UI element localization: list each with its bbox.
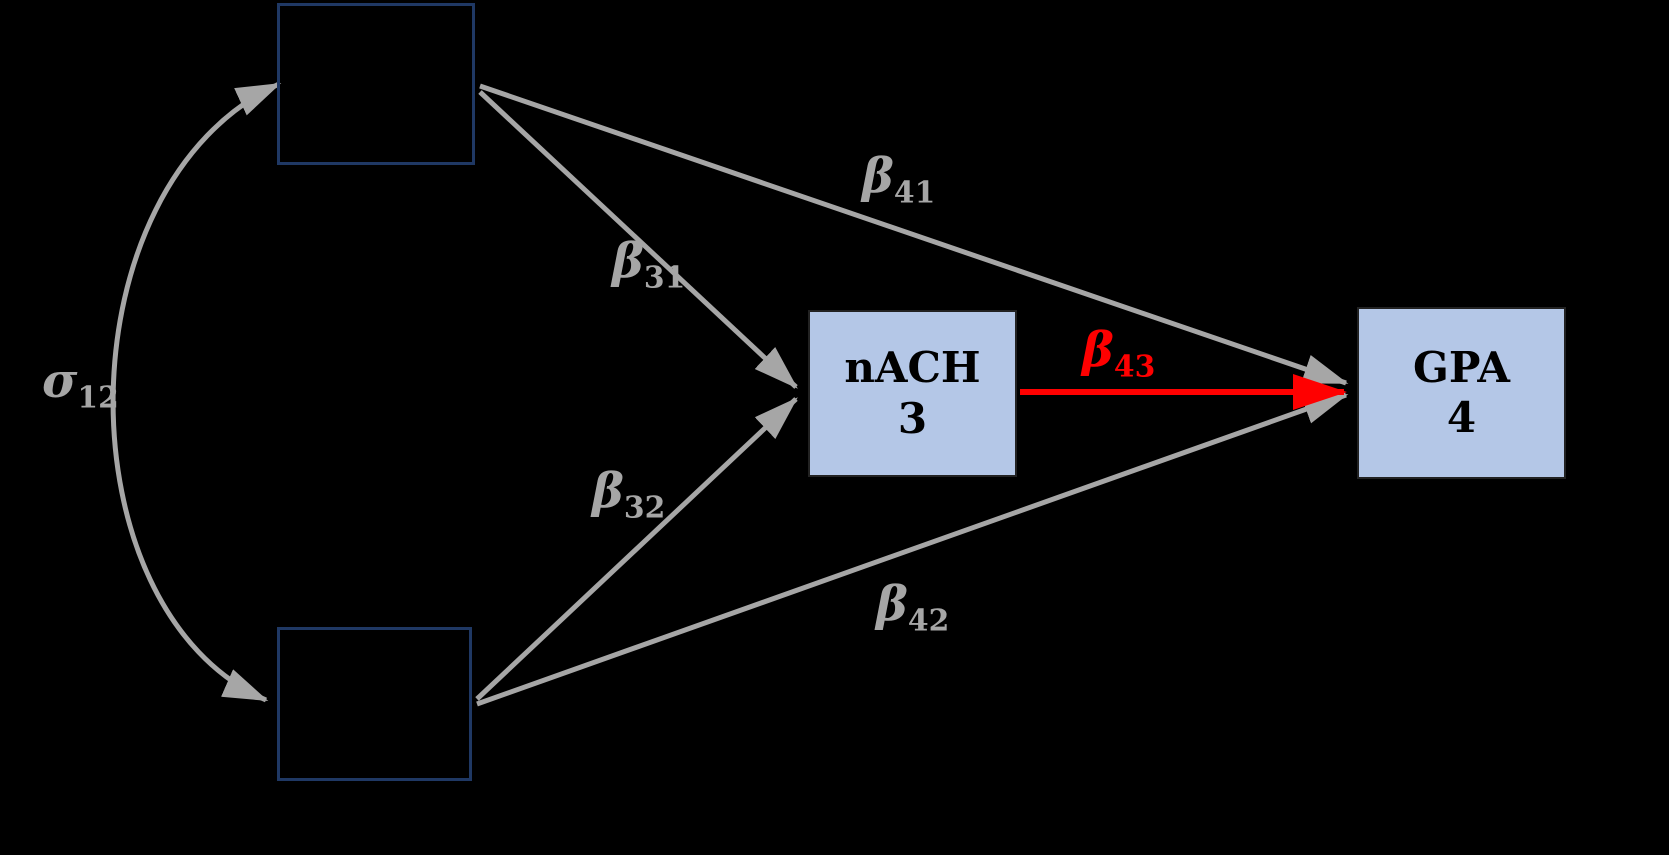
beta32-arrow (475, 397, 798, 701)
label-sigma-12: σ12 (42, 353, 119, 413)
nach-label: nACH (844, 343, 981, 393)
beta-41-symbol: β (862, 148, 894, 204)
beta-42-subscript: 42 (907, 603, 950, 639)
beta-32-subscript: 32 (623, 490, 666, 526)
beta42-arrow (476, 392, 1349, 707)
label-beta-31: β31 (612, 233, 685, 293)
nach-number: 3 (897, 393, 928, 443)
label-beta-42: β42 (876, 576, 949, 636)
exogenous-box-1 (277, 3, 475, 165)
exogenous-box-2 (277, 627, 472, 781)
covariance-sigma12-arrow (110, 81, 282, 703)
beta-32-symbol: β (592, 463, 624, 519)
beta31-arrow (478, 90, 798, 389)
beta-31-subscript: 31 (643, 260, 686, 296)
label-beta-32: β32 (592, 463, 665, 523)
beta-42-symbol: β (876, 576, 908, 632)
label-beta-41: β41 (862, 148, 935, 208)
nach-node: nACH 3 (808, 310, 1017, 477)
gpa-label: GPA (1413, 342, 1510, 392)
beta-43-symbol: β (1082, 322, 1114, 378)
gpa-node: GPA 4 (1357, 307, 1566, 479)
beta-41-subscript: 41 (893, 175, 936, 211)
gpa-number: 4 (1446, 393, 1477, 442)
beta-43-subscript: 43 (1113, 349, 1156, 385)
label-beta-43: β43 (1082, 322, 1155, 382)
sigma-12-symbol: σ (42, 353, 78, 409)
sigma-12-subscript: 12 (77, 380, 119, 416)
beta-31-symbol: β (612, 233, 644, 289)
beta41-arrow (479, 83, 1349, 386)
